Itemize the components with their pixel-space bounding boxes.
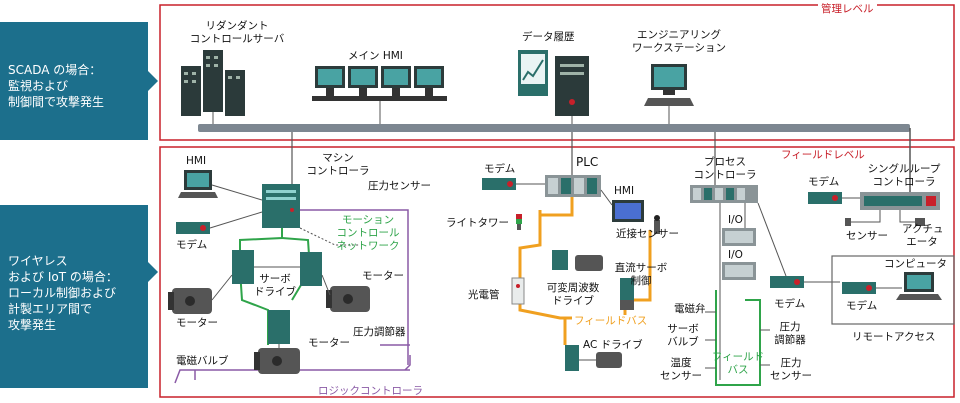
left-modem-icon [176,222,210,234]
pressure-regulator-2-label: 圧力 調節器 [774,321,806,346]
fieldbus-label-1: フィールドバス [572,315,650,328]
dc-servo-icon [620,278,634,310]
logic-controller-label: ロジックコントローラ [318,385,423,397]
plc-modem-icon [482,178,516,190]
management-level-label: 管理レベル [818,3,877,16]
pressure-sensor-2-label: 圧力 センサー [770,357,812,382]
light-tower-label: ライトタワー [446,217,509,229]
vfd-icon [552,250,603,271]
sensor-label: センサー [846,230,888,242]
process-modem-icon [770,276,804,288]
wireless-line-2: および IoT の場合： [8,270,118,284]
io-label-2: I/O [728,249,743,261]
main-bus [198,124,910,132]
actuator-icon [915,218,925,226]
servo-drive-icon [232,250,322,344]
left-modem-label: モデム [176,239,208,251]
plc-rack-icon [545,175,601,197]
field-hmi-icon [178,170,218,198]
io-label-1: I/O [728,214,743,226]
servo-drive-label: サーボ ドライブ [254,273,296,298]
ac-drive-icon [565,345,622,371]
computer-label: コンピュータ [884,258,947,270]
remote-access-frame [831,255,955,325]
remote-access-label: リモートアクセス [852,331,936,343]
motion-network-label: モーション コントロール ネットワーク [336,214,400,252]
sensor-icon [845,218,851,226]
servo-valve-label: サーボ バルブ [667,323,699,348]
scada-panel: SCADA の場合： 監視および 制御間で攻撃発生 [0,22,148,140]
main-hmi-label: メイン HMI [348,50,403,62]
dc-servo-label: 直流サーボ 制御 [614,262,668,287]
photoelectric-label: 光電管 [468,289,500,301]
motor-label-3: モーター [308,337,350,349]
plc-hmi-label: HMI [614,185,635,197]
vfd-label: 可変周波数 ドライブ [546,282,600,307]
proximity-sensor-icon [654,215,660,234]
actuator-label: アクチュ エータ [902,223,944,248]
data-history-label: データ履歴 [522,31,575,43]
field-hmi-label: HMI [186,155,207,167]
process-controller-label: プロセス コントローラ [693,156,757,181]
solenoid-valve-label: 電磁バルブ [176,355,229,367]
scada-line-2: 監視および [8,79,69,93]
scada-arrow [148,71,158,91]
redundant-server-icon [181,50,245,116]
proximity-sensor-label: 近接センサー [616,228,679,240]
data-history-icon [518,50,589,116]
field-level-label: フィールドレベル [778,149,868,162]
main-hmi-monitors-icon [312,66,447,101]
pressure-sensor-label: 圧力センサー [368,180,431,192]
single-loop-modem-icon [808,192,842,204]
single-loop-modem-label: モデム [808,176,840,188]
process-modem-label: モデム [774,298,806,310]
plc-hmi-icon [612,200,644,222]
remote-modem-label: モデム [846,300,878,312]
scada-line-1: SCADA の場合： [8,63,102,77]
motor-label-1: モーター [362,270,404,282]
wireless-panel: ワイヤレス および IoT の場合： ローカル制御および 計製エリア間で 攻撃発… [0,205,148,388]
pressure-regulator-label: 圧力調節器 [353,326,406,338]
plc-modem-label: モデム [484,163,516,175]
machine-controller-label: マシン コントローラ [306,152,370,177]
engineering-workstation-icon [644,64,694,106]
wireless-line-3: ローカル制御および [8,286,117,300]
plc-label: PLC [576,155,599,169]
single-loop-controller-icon [860,192,940,210]
io-module-icon [722,228,756,280]
ac-drive-label: AC ドライブ [583,339,643,351]
process-controller-icon [690,185,758,203]
machine-controller-icon [262,184,300,228]
photoelectric-icon [511,277,525,305]
management-level-frame [159,4,955,141]
computer-icon [896,272,942,300]
temp-sensor-label: 温度 センサー [660,357,702,382]
motor-label-2: モーター [176,317,218,329]
wireless-line-5: 攻撃発生 [8,318,57,332]
wireless-arrow [148,262,158,282]
single-loop-label: シングルループ コントローラ [867,163,941,188]
scada-line-3: 制御間で攻撃発生 [8,95,105,109]
redundant-server-label: リダンダント コントロールサーバ [189,20,285,45]
engineering-ws-label: エンジニアリング ワークステーション [632,29,726,54]
valve-label: 電磁弁 [674,303,706,315]
motor-icon [168,286,370,374]
wireless-line-4: 計製エリア間で [8,302,93,316]
wireless-line-1: ワイヤレス [8,254,68,268]
fieldbus-label-2: フィールド バス [711,351,765,376]
light-tower-icon [516,214,522,230]
remote-modem-icon [842,282,876,294]
